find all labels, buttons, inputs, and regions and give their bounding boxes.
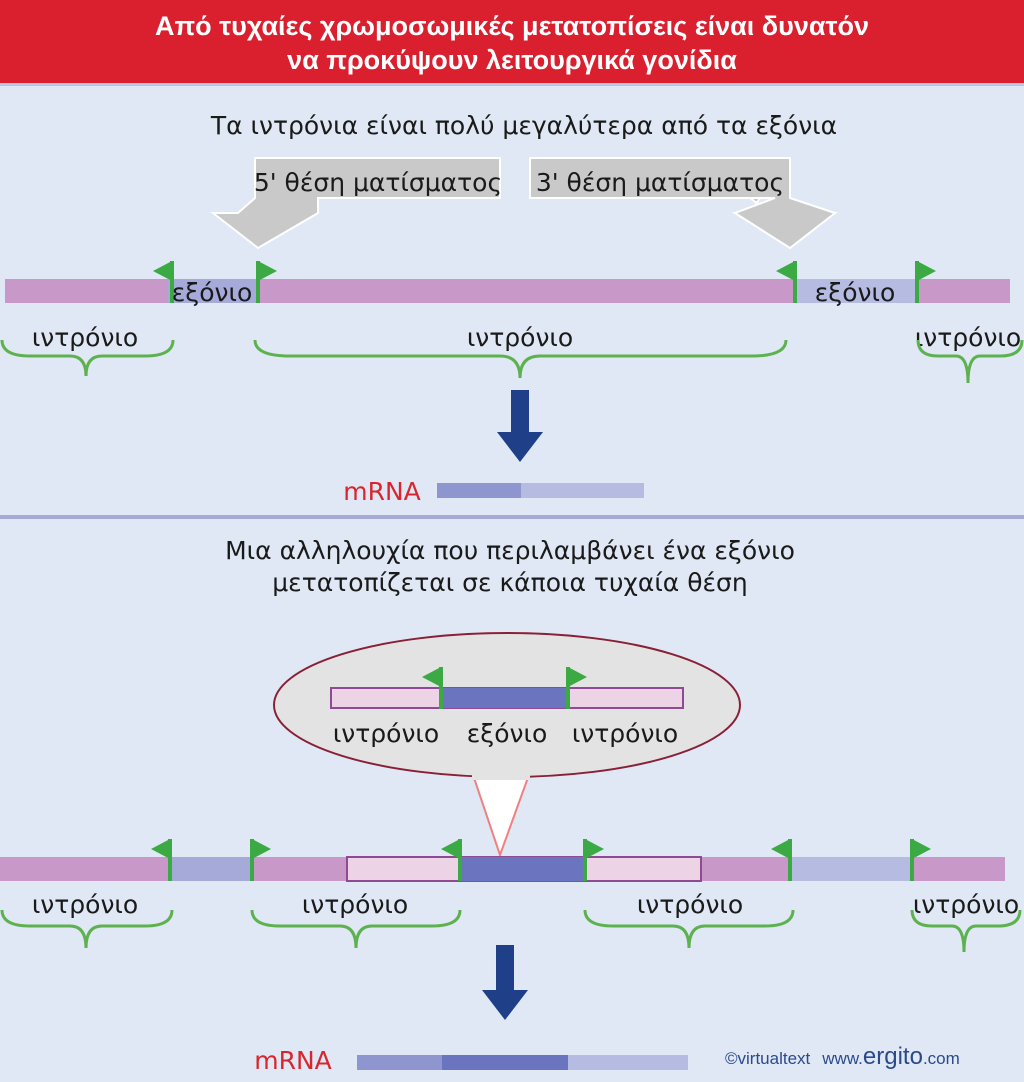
top-mrna-exon-2 bbox=[521, 483, 644, 498]
title-banner: Από τυχαίες χρωμοσωμικές μετατοπίσεις εί… bbox=[0, 0, 1024, 86]
top-brace-3 bbox=[916, 339, 1024, 384]
splice-5-arrow bbox=[210, 157, 501, 250]
inset-exon-label: εξόνιο bbox=[467, 719, 547, 748]
top-exon-1-label: εξόνιο bbox=[172, 278, 252, 307]
bottom-brace-4 bbox=[910, 909, 1022, 953]
bottom-mrna-exon-3 bbox=[568, 1055, 688, 1070]
panel-divider bbox=[0, 515, 1024, 519]
bottom-caption-line-1: Μια αλληλουχία που περιλαμβάνει ένα εξόν… bbox=[225, 536, 795, 565]
top-intron-2-label: ιντρόνιο bbox=[467, 323, 573, 352]
top-brace-2 bbox=[253, 339, 788, 379]
bottom-exon-2 bbox=[790, 857, 912, 881]
bottom-intron-2-label: ιντρόνιο bbox=[302, 890, 408, 919]
bottom-mrna-exon-1 bbox=[357, 1055, 442, 1070]
bottom-mrna-exon-2 bbox=[442, 1055, 568, 1070]
inset-intron-2-label: ιντρόνιο bbox=[572, 719, 678, 748]
title-line-2: να προκύψουν λειτουργικά γονίδια bbox=[287, 45, 737, 75]
top-down-arrow bbox=[497, 390, 543, 462]
bottom-brace-2 bbox=[250, 909, 462, 949]
top-caption: Τα ιντρόνια είναι πολύ μεγαλύτερα από τα… bbox=[210, 111, 837, 140]
bottom-intron-4-label: ιντρόνιο bbox=[913, 890, 1019, 919]
bottom-caption-line-2: μετατοπίζεται σε κάποια τυχαία θέση bbox=[272, 568, 747, 597]
top-exon-1 bbox=[168, 279, 258, 303]
bottom-intron-3-label: ιντρόνιο bbox=[637, 890, 743, 919]
title-line-1: Από τυχαίες χρωμοσωμικές μετατοπίσεις εί… bbox=[154, 11, 870, 41]
inset-exon bbox=[441, 688, 568, 708]
top-exon-2-label: εξόνιο bbox=[815, 278, 895, 307]
splice-3-label: 3' θέση ματίσματος bbox=[536, 168, 784, 197]
top-intron-1-label: ιντρόνιο bbox=[32, 323, 138, 352]
splice-5-label: 5' θέση ματίσματος bbox=[254, 168, 502, 197]
bottom-brace-3 bbox=[583, 909, 795, 949]
bottom-brace-1 bbox=[0, 909, 174, 949]
bottom-down-arrow bbox=[482, 945, 528, 1020]
callout-join bbox=[472, 770, 530, 780]
top-brace-1 bbox=[0, 339, 175, 377]
bottom-intron-1-label: ιντρόνιο bbox=[32, 890, 138, 919]
inset-intron-1-label: ιντρόνιο bbox=[333, 719, 439, 748]
callout-pointer bbox=[470, 771, 532, 859]
bottom-exon-1 bbox=[168, 857, 252, 881]
top-mrna-label: mRNA bbox=[343, 477, 421, 506]
top-exon-2 bbox=[795, 279, 917, 303]
top-intron-3-label: ιντρόνιο bbox=[915, 323, 1021, 352]
top-mrna-exon-1 bbox=[437, 483, 521, 498]
bottom-mrna-label: mRNA bbox=[254, 1046, 332, 1075]
bottom-inserted-exon bbox=[460, 857, 585, 881]
splice-3-arrow-body bbox=[529, 157, 838, 250]
